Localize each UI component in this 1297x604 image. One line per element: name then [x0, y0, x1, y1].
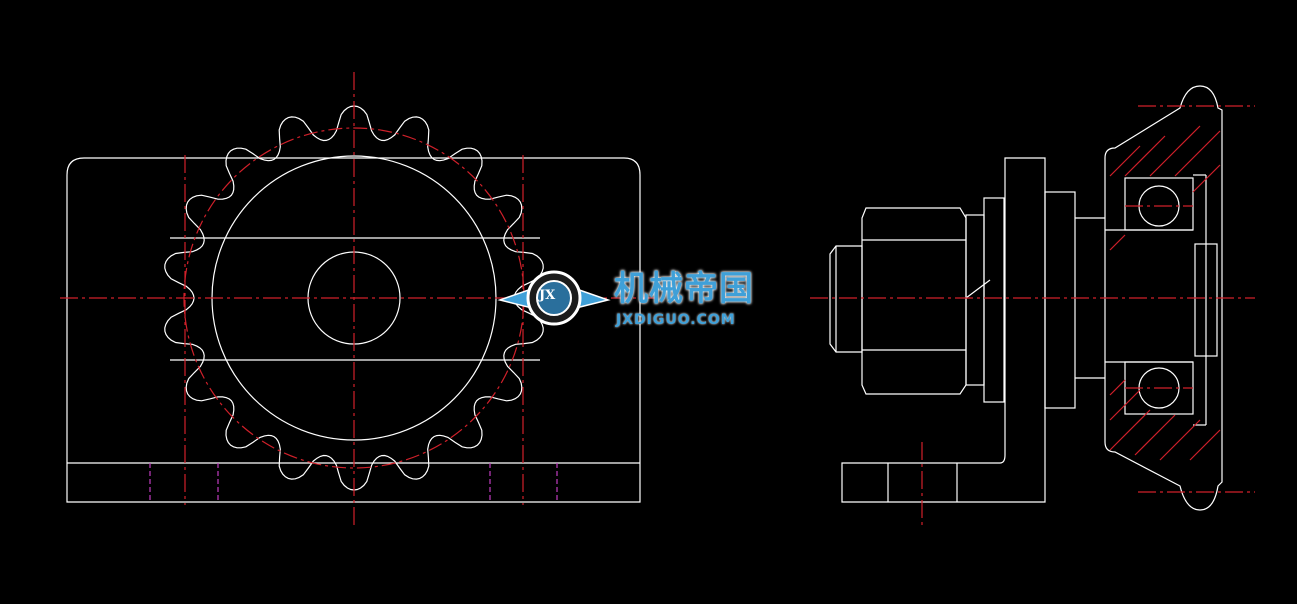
hidden-bolt-holes — [149, 463, 558, 502]
side-centerlines — [810, 105, 1255, 525]
bracket-front-view — [66, 157, 641, 503]
watermark-mark-letters: JX — [539, 288, 556, 303]
section-hatching — [1109, 125, 1221, 461]
watermark-url: JXDIGUO.COM — [616, 312, 736, 328]
watermark-brand-name: 机械帝国 — [614, 269, 754, 309]
watermark-logo-icon — [497, 270, 611, 326]
